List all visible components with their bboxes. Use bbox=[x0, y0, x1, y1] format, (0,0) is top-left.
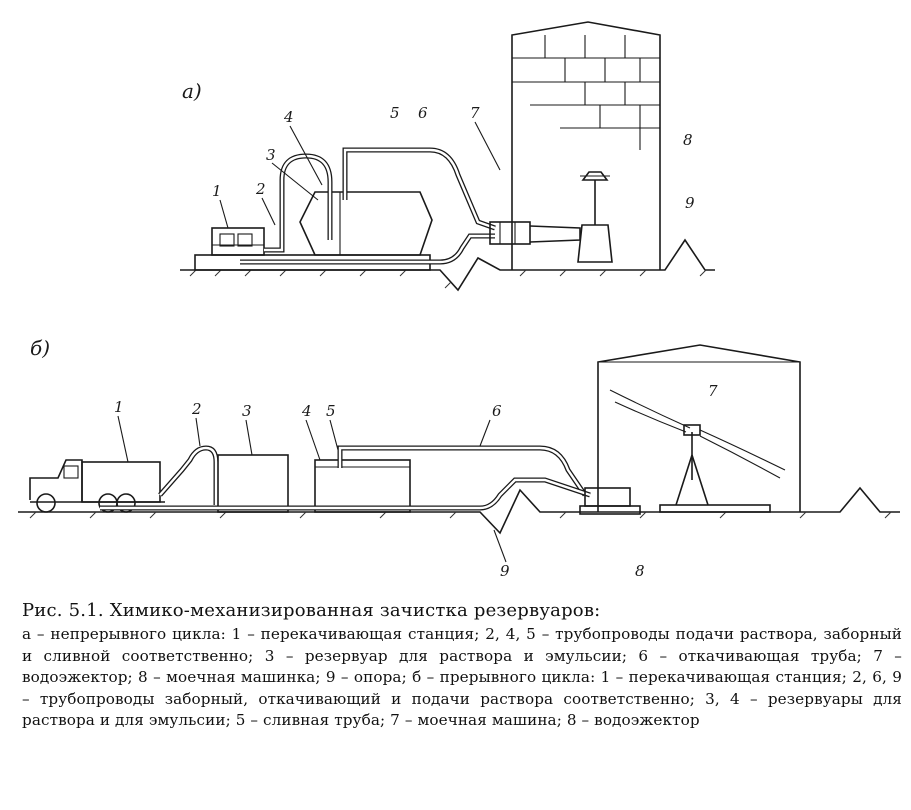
callout-a-6: 6 bbox=[418, 104, 428, 122]
callout-b-4: 4 bbox=[301, 402, 312, 420]
reservoir-b bbox=[597, 344, 801, 512]
callout-a-5: 5 bbox=[390, 104, 400, 122]
washing-machine-a bbox=[580, 171, 610, 225]
callout-b-1: 1 bbox=[114, 398, 124, 416]
pipelines-b bbox=[100, 445, 591, 511]
diagram-b: б) bbox=[18, 336, 900, 580]
callout-b-2: 2 bbox=[191, 400, 202, 418]
ground-a bbox=[180, 238, 715, 292]
caption-title: Рис. 5.1. Химико-механизированная зачист… bbox=[22, 600, 601, 621]
diagram-a: a) bbox=[180, 21, 715, 292]
pumping-station-truck-b bbox=[29, 459, 165, 513]
callout-b-3: 3 bbox=[242, 402, 252, 420]
callout-b-8: 8 bbox=[635, 562, 645, 580]
ground-b bbox=[18, 486, 900, 535]
callout-a-8: 8 bbox=[683, 131, 693, 149]
callout-a-1: 1 bbox=[212, 182, 222, 200]
emulsion-tank-b bbox=[314, 459, 411, 513]
callout-b-5: 5 bbox=[326, 402, 336, 420]
panel-label-b: б) bbox=[30, 336, 50, 360]
callout-a-4: 4 bbox=[283, 108, 294, 126]
water-ejector-a bbox=[489, 221, 581, 245]
solution-tank-a bbox=[299, 191, 433, 256]
callout-a-2: 2 bbox=[255, 180, 266, 198]
panel-label-a: a) bbox=[182, 79, 202, 103]
water-ejector-b bbox=[579, 487, 641, 515]
callouts-a: 1 2 3 4 5 6 7 8 9 bbox=[212, 104, 695, 212]
callouts-b: 1 2 3 4 5 6 7 8 9 bbox=[114, 382, 718, 580]
solution-tank-b bbox=[217, 454, 289, 513]
figure-caption: Рис. 5.1. Химико-механизированная зачист… bbox=[22, 600, 902, 732]
pipelines-a bbox=[240, 147, 496, 265]
figure-diagrams: a) bbox=[18, 21, 900, 580]
callout-a-3: 3 bbox=[266, 146, 276, 164]
caption-text: а – непрерывного цикла: 1 – перекачивающ… bbox=[22, 625, 902, 729]
washing-machine-b bbox=[609, 389, 786, 513]
callout-a-7: 7 bbox=[470, 104, 480, 122]
callout-b-9: 9 bbox=[500, 562, 510, 580]
pumping-station-a bbox=[211, 227, 265, 256]
leader-lines-a bbox=[219, 121, 501, 229]
callout-b-7: 7 bbox=[708, 382, 718, 400]
callout-a-9: 9 bbox=[685, 194, 695, 212]
support-a bbox=[577, 224, 613, 263]
leader-lines-b bbox=[117, 415, 507, 563]
callout-b-6: 6 bbox=[492, 402, 502, 420]
reservoir-a bbox=[511, 21, 661, 270]
